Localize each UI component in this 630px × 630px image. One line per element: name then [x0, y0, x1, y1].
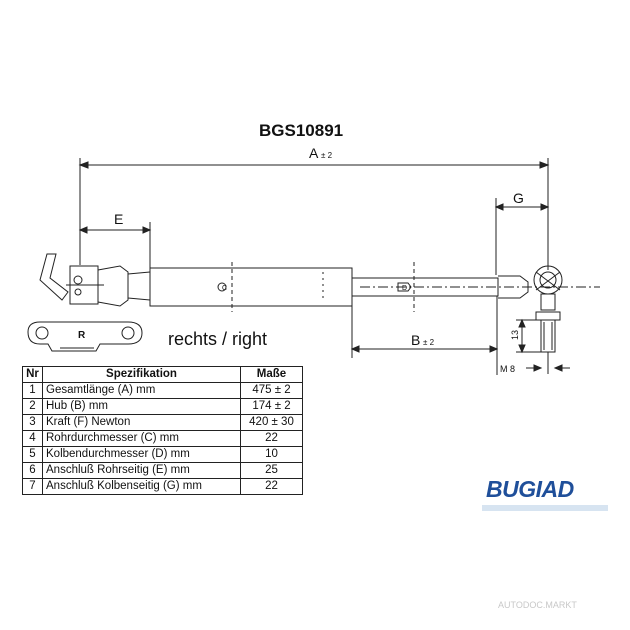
cell-spec: Kraft (F) Newton: [42, 414, 241, 431]
cell-val: 174 ± 2: [240, 398, 303, 415]
part-number-title: BGS10891: [259, 121, 344, 140]
r-bracket: [27, 321, 143, 352]
header-val: Maße: [240, 366, 303, 383]
dim-e-label: E: [114, 211, 123, 227]
cell-spec: Anschluß Kolbenseitig (G) mm: [42, 478, 241, 495]
table-row: 5 Kolbendurchmesser (D) mm 10: [22, 446, 303, 463]
table-row: 7 Anschluß Kolbenseitig (G) mm 22: [22, 478, 303, 495]
table-row: 4 Rohrdurchmesser (C) mm 22: [22, 430, 303, 447]
table-row: 3 Kraft (F) Newton 420 ± 30: [22, 414, 303, 431]
cell-nr: 1: [22, 382, 43, 399]
cell-nr: 7: [22, 478, 43, 495]
logo-underline: [482, 505, 608, 511]
arrow-icon: [78, 161, 89, 169]
table-row: 6 Anschluß Rohrseitig (E) mm 25: [22, 462, 303, 479]
cylinder-tube: [149, 267, 353, 307]
cell-spec: Hub (B) mm: [42, 398, 241, 415]
side-label: rechts / right: [168, 329, 268, 349]
cell-nr: 3: [22, 414, 43, 431]
dim-13-label: 13: [510, 330, 520, 340]
cell-val: 10: [240, 446, 303, 463]
cell-nr: 4: [22, 430, 43, 447]
r-label: R: [78, 330, 86, 341]
cell-nr: 2: [22, 398, 43, 415]
header-spec: Spezifikation: [42, 366, 241, 383]
dim-g-label: G: [513, 190, 524, 206]
cell-val: 420 ± 30: [240, 414, 303, 431]
cell-val: 22: [240, 478, 303, 495]
dim-d-label: D: [402, 285, 407, 292]
arrow-icon: [539, 161, 550, 169]
dim-a-label: A: [309, 145, 319, 161]
table-header-row: Nr Spezifikation Maße: [22, 366, 303, 383]
watermark: AUTODOC.MARKT: [498, 600, 577, 610]
cell-val: 25: [240, 462, 303, 479]
cell-val: 475 ± 2: [240, 382, 303, 399]
header-nr: Nr: [22, 366, 43, 383]
dim-b-tol: ± 2: [423, 338, 435, 347]
cell-spec: Gesamtlänge (A) mm: [42, 382, 241, 399]
dim-a-tol: ± 2: [321, 151, 333, 160]
piston-rod: [351, 277, 499, 297]
brand-logo: BUGIAD: [486, 476, 574, 502]
dim-b-label: B: [411, 332, 420, 348]
cell-nr: 5: [22, 446, 43, 463]
cell-nr: 6: [22, 462, 43, 479]
cell-spec: Rohrdurchmesser (C) mm: [42, 430, 241, 447]
table-row: 2 Hub (B) mm 174 ± 2: [22, 398, 303, 415]
dim-m-label: M 8: [500, 364, 515, 374]
cell-spec: Anschluß Rohrseitig (E) mm: [42, 462, 241, 479]
cell-val: 22: [240, 430, 303, 447]
table-row: 1 Gesamtlänge (A) mm 475 ± 2: [22, 382, 303, 399]
dim-c-label: C: [222, 285, 227, 292]
cell-spec: Kolbendurchmesser (D) mm: [42, 446, 241, 463]
mounting-bracket: [39, 253, 69, 301]
spec-table: Nr Spezifikation Maße 1 Gesamtlänge (A) …: [22, 366, 303, 495]
